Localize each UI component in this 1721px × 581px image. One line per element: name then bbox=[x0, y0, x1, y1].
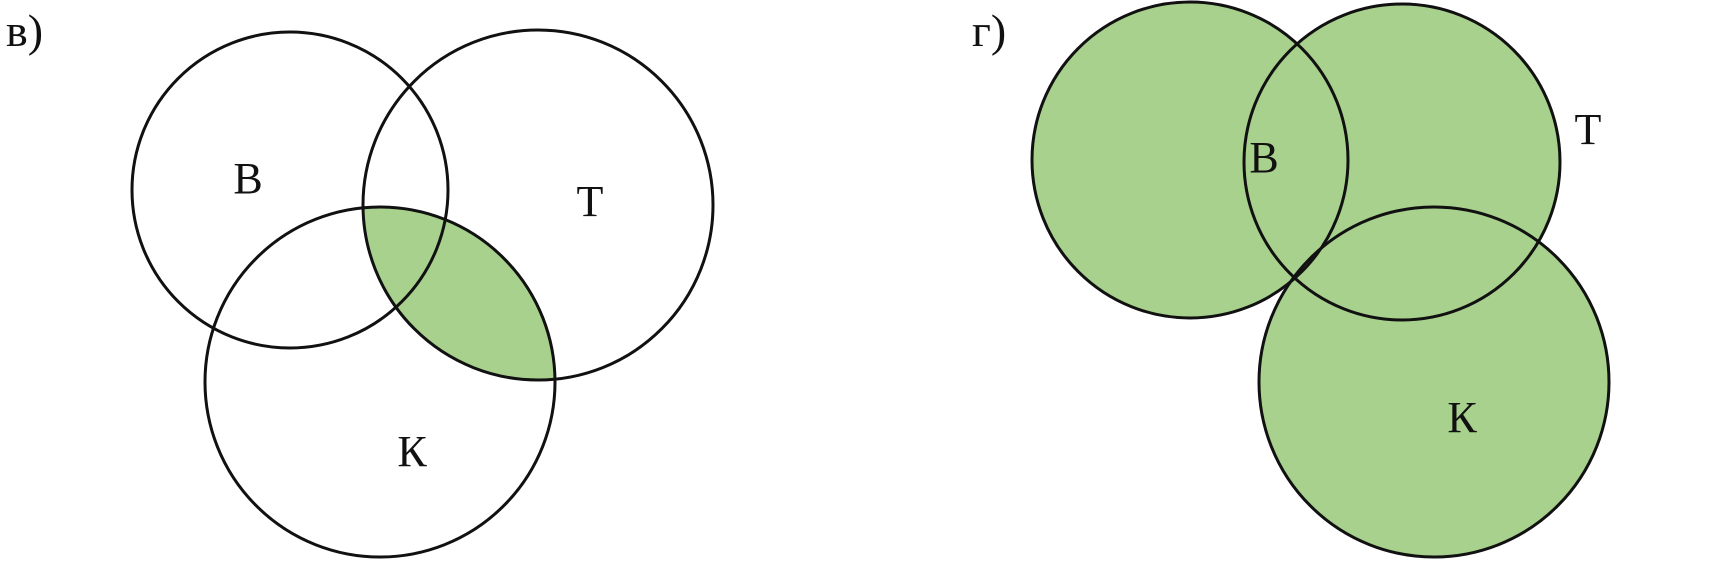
set-label-b-left: В bbox=[233, 154, 262, 203]
circle-k-right-fill bbox=[1259, 207, 1609, 557]
set-label-t-left: Т bbox=[577, 177, 604, 226]
set-label-t-right: Т bbox=[1575, 105, 1602, 154]
panel-v: в) В Т К bbox=[6, 5, 715, 559]
panel-g: г) В Т К bbox=[972, 0, 1611, 559]
set-label-b-right: В bbox=[1249, 133, 1278, 182]
circle-b-right bbox=[1030, 0, 1350, 320]
circle-k-left bbox=[203, 205, 557, 559]
set-label-k-right: К bbox=[1447, 393, 1477, 442]
set-label-k-left: К bbox=[397, 427, 427, 476]
circle-t-left bbox=[361, 28, 715, 382]
panel-label-v: в) bbox=[6, 5, 43, 56]
panel-label-g: г) bbox=[972, 5, 1006, 56]
circle-t-right bbox=[1242, 2, 1562, 322]
circle-b-left bbox=[130, 30, 450, 350]
intersection-t-k-fill bbox=[363, 207, 555, 380]
circle-k-right bbox=[1257, 205, 1611, 559]
